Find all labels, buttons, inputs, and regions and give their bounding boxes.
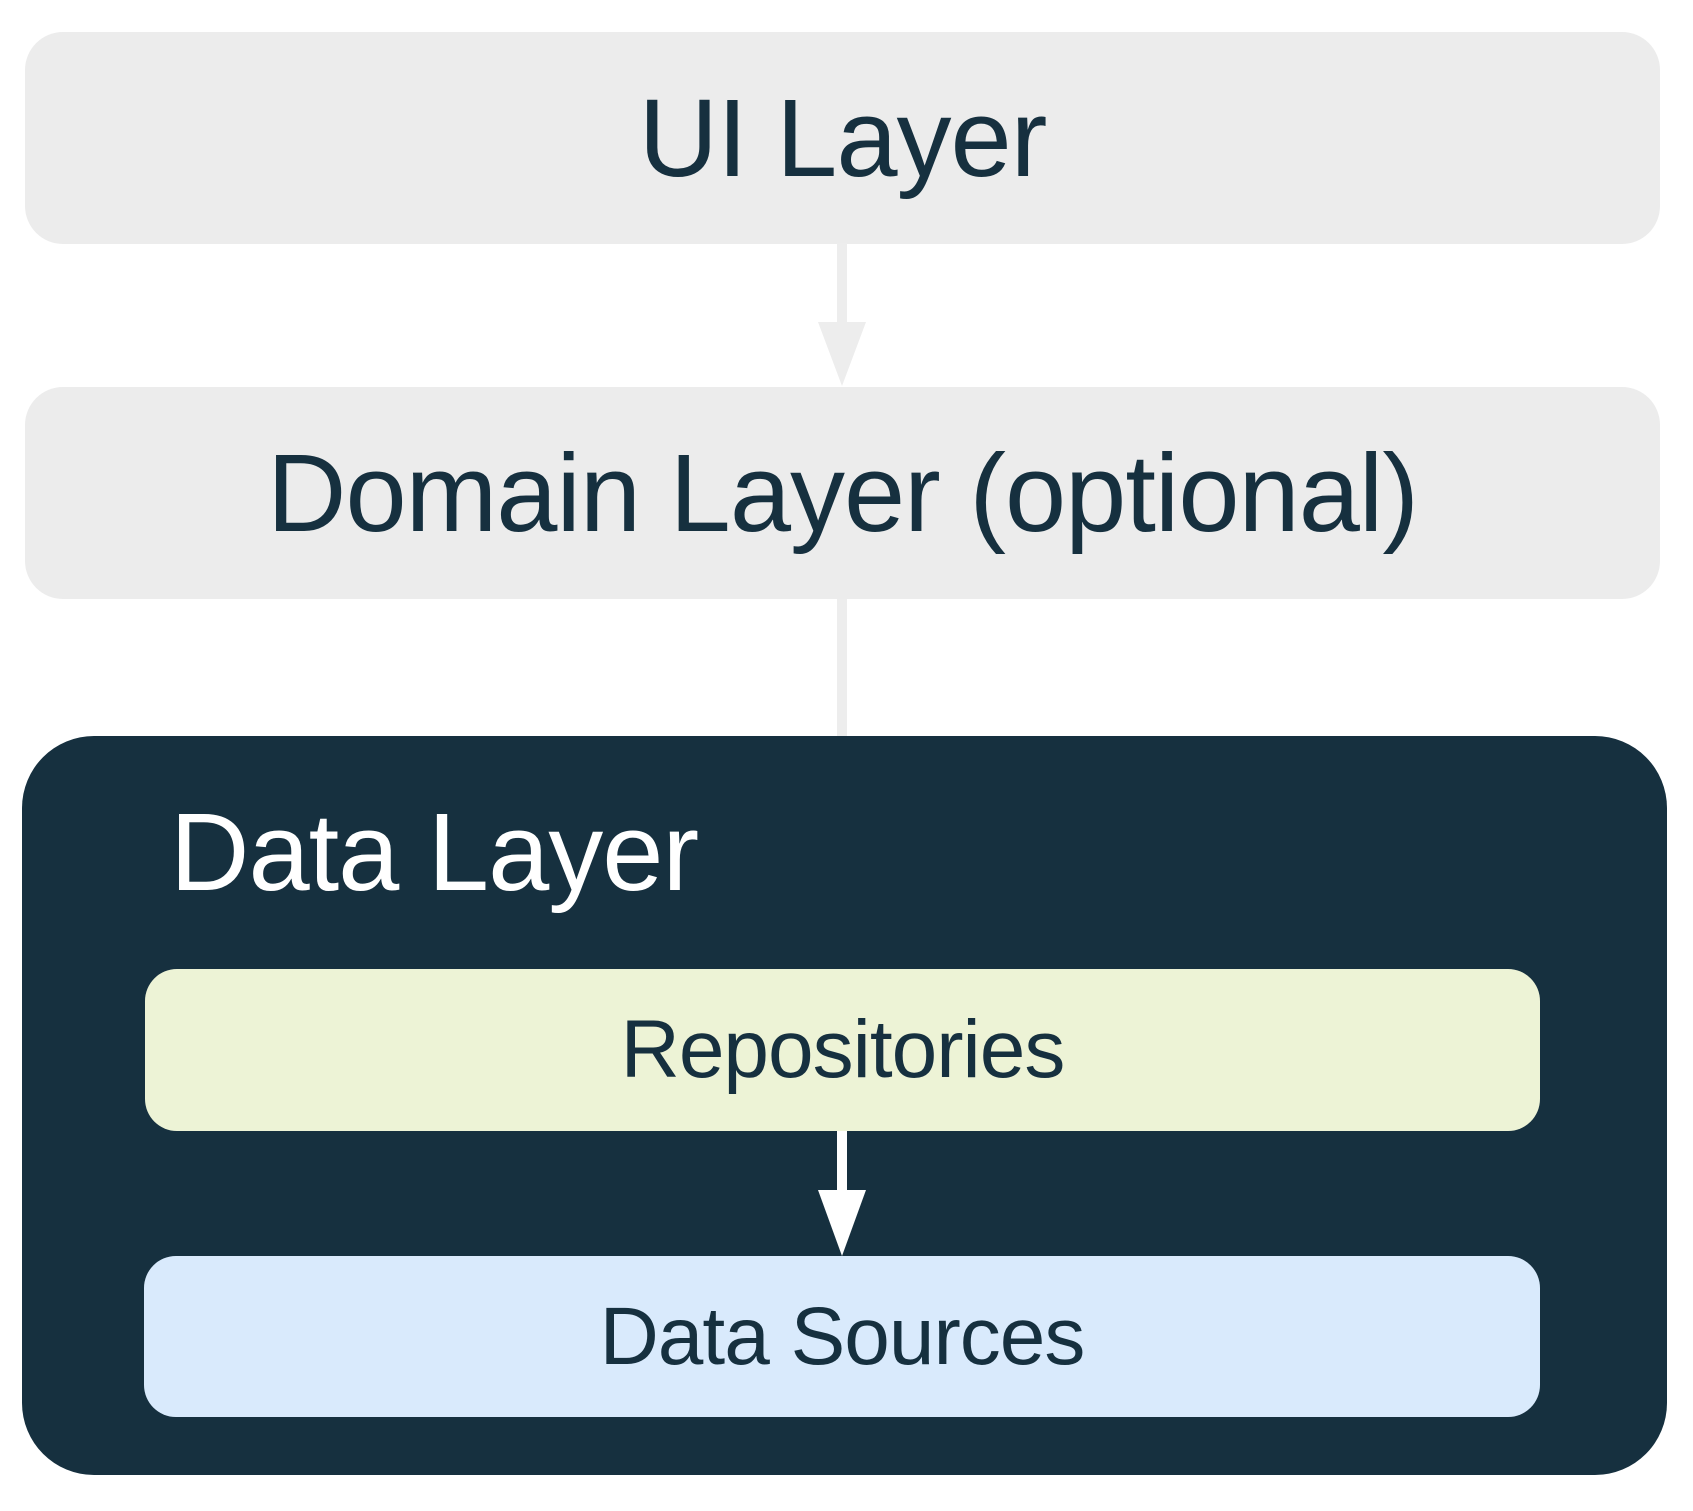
arrow-domain-to-repositories-stem-upper (837, 599, 847, 737)
data-sources-label: Data Sources (599, 1290, 1086, 1382)
arrow-ui-to-domain-stem (837, 243, 847, 325)
repositories-label: Repositories (620, 1004, 1066, 1095)
repositories-node: Repositories (145, 969, 1540, 1131)
arrow-ui-to-domain-head (818, 322, 866, 386)
ui-layer-node: UI Layer (25, 32, 1660, 244)
domain-layer-node: Domain Layer (optional) (25, 387, 1660, 599)
arrow-repositories-to-datasources-stem (837, 1131, 847, 1192)
domain-layer-label: Domain Layer (optional) (267, 431, 1419, 555)
data-sources-node: Data Sources (144, 1256, 1540, 1417)
data-layer-node: Data Layer Repositories Data Sources (22, 736, 1667, 1475)
data-layer-label: Data Layer (170, 791, 699, 914)
ui-layer-label: UI Layer (638, 76, 1048, 200)
